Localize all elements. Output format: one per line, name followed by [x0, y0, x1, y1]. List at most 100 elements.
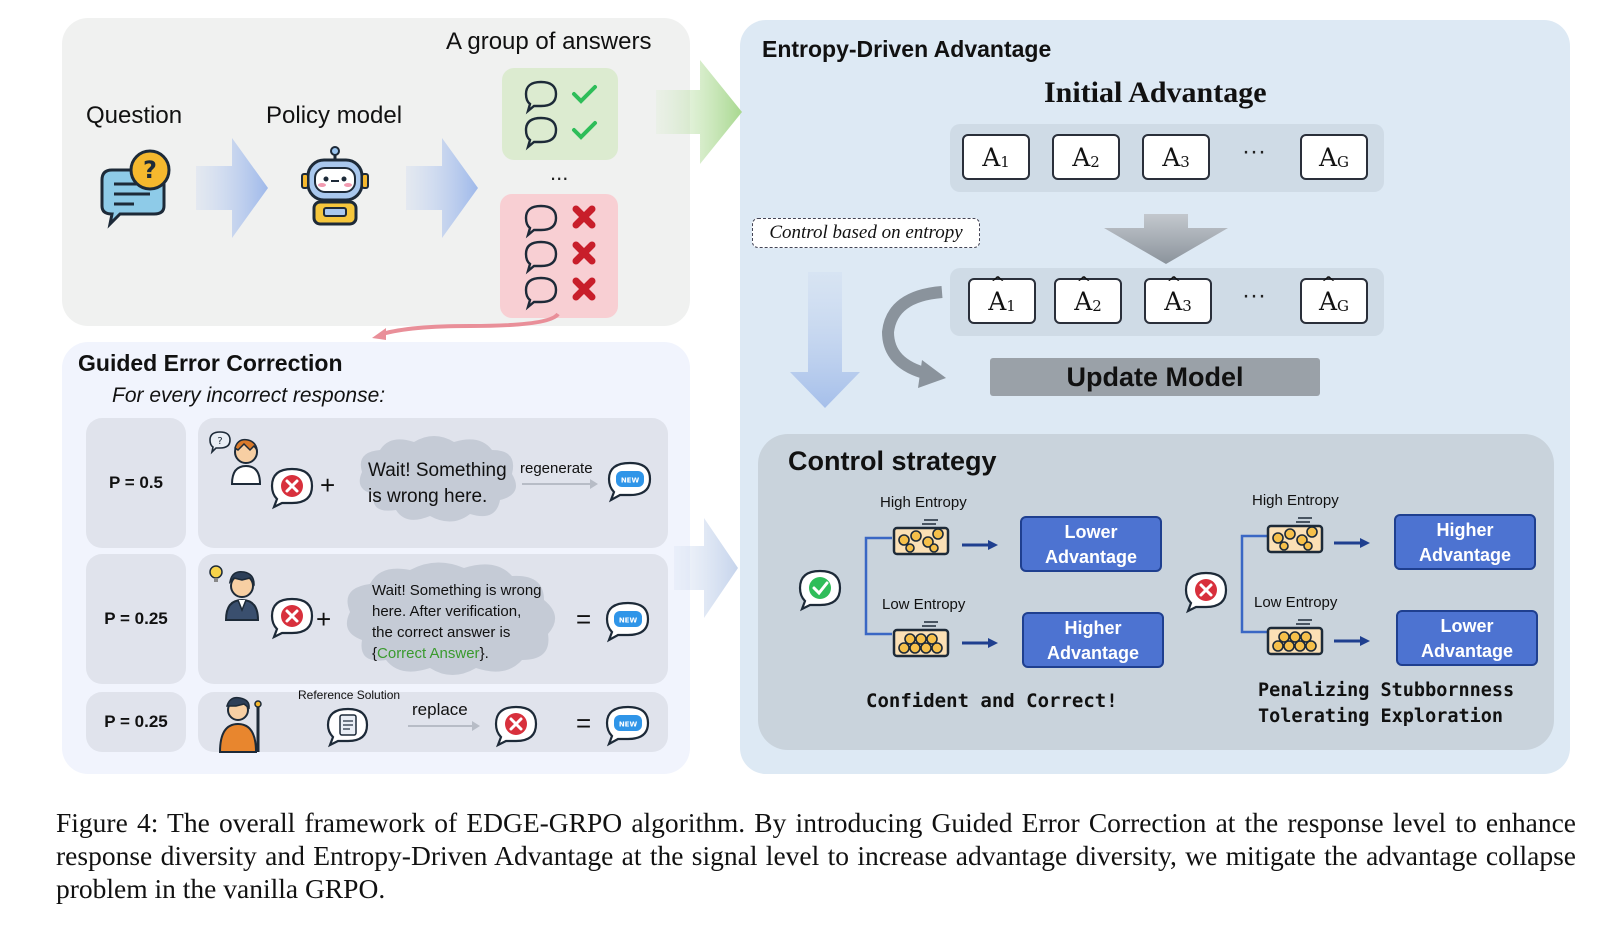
svg-text:?: ?: [143, 156, 157, 184]
probability-label: P = 0.5: [86, 418, 186, 548]
arrow-right-icon: [962, 638, 998, 648]
hat-letter: ^A: [1074, 272, 1093, 316]
arrow-right-icon: [1334, 538, 1370, 548]
correction-card: [198, 692, 668, 752]
cloud-text-line: here. After verification,: [372, 603, 522, 620]
cloud-text-line: the correct answer is: [372, 624, 511, 641]
check-icon: [572, 85, 597, 104]
curved-arrow-icon: [881, 286, 946, 388]
question-label: Question: [86, 102, 183, 129]
correct-answers-box: [502, 68, 618, 160]
idea-person-icon: [209, 565, 260, 621]
cross-icon: [572, 205, 596, 229]
incorrect-answers-icons: [524, 204, 596, 311]
svg-text:?: ?: [217, 436, 222, 447]
arrow-right-icon: [962, 540, 998, 550]
high-entropy-label: High Entropy: [880, 494, 967, 511]
initial-advantage-title: Initial Advantage: [1044, 76, 1267, 109]
brace-close: }.: [479, 645, 489, 662]
answers-ellipsis: ...: [550, 160, 569, 185]
cloud-text-line: is wrong here.: [368, 486, 488, 507]
correct-bubble-icon: [798, 569, 842, 612]
bracket-connector: [1240, 534, 1268, 634]
blue-down-arrow-icon: [790, 272, 860, 408]
control-strategy-title: Control strategy: [788, 446, 997, 476]
arrow-right-icon: [1334, 636, 1370, 646]
entropy-tray-icon: [1266, 619, 1324, 656]
equals-sign: =: [576, 708, 592, 738]
arrow-right-icon: [196, 138, 268, 238]
entropy-tray-icon: [1266, 517, 1324, 554]
group-of-answers-label: A group of answers: [446, 28, 652, 55]
control-based-on-entropy-tag: Control based on entropy: [752, 218, 980, 248]
entropy-tray-icon: [892, 519, 950, 556]
new-badge-text: NEW: [619, 721, 638, 729]
confident-correct-caption: Confident and Correct!: [866, 690, 1118, 712]
thought-cloud-shape: [346, 562, 556, 675]
regenerate-label: regenerate: [520, 460, 593, 477]
cross-icon: [572, 241, 596, 265]
speech-bubble-icon: [524, 240, 558, 275]
low-entropy-label: Low Entropy: [1254, 594, 1338, 611]
speech-bubble-icon: [524, 116, 558, 151]
low-entropy-label: Low Entropy: [882, 596, 966, 613]
plus-sign: +: [316, 604, 332, 634]
correct-answers-icons: [524, 80, 597, 151]
green-arrow-icon: [656, 60, 742, 164]
pink-arrow-icon: [372, 312, 560, 340]
speech-bubble-icon: [524, 80, 558, 115]
check-icon: [572, 121, 597, 140]
reference-solution-label: Reference Solution: [298, 688, 401, 702]
replace-label: replace: [412, 700, 468, 719]
cloud-text-line: Wait! Something: [368, 460, 507, 481]
wrong-answer-bubble-icon: [270, 467, 314, 510]
new-badge-text: NEW: [619, 617, 638, 625]
entropy-tray-icon: [892, 621, 950, 658]
wrong-answer-bubble-icon: [270, 597, 314, 640]
reference-solution-icon: [326, 707, 369, 748]
new-bubble-icon: NEW: [607, 461, 652, 503]
thought-cloud-shape: [359, 436, 516, 522]
light-arrow-icon: [674, 518, 738, 618]
wrong-answer-bubble-icon: [494, 705, 538, 748]
teacher-icon: [218, 696, 262, 753]
speech-bubble-icon: [524, 204, 558, 239]
robot-icon: [301, 146, 369, 226]
cloud-text-line: Wait! Something is wrong: [372, 582, 542, 599]
plus-sign: +: [320, 470, 336, 500]
equals-sign: =: [576, 604, 592, 634]
hat-letter: ^A: [1164, 272, 1183, 316]
advantage-ellipsis: ···: [1242, 138, 1266, 165]
new-badge-text: NEW: [621, 477, 640, 485]
wrong-bubble-icon: [1184, 571, 1228, 614]
brace-open: {: [372, 645, 378, 662]
speech-bubble-icon: [524, 276, 558, 311]
gray-arrow-icon: [408, 721, 480, 731]
policy-model-label: Policy model: [266, 102, 403, 129]
new-bubble-icon: NEW: [605, 705, 650, 747]
arrow-right-icon: [406, 138, 478, 238]
correct-answer-placeholder: Correct Answer: [377, 645, 480, 662]
advantage-ellipsis: ···: [1242, 282, 1266, 309]
guided-error-correction-title: Guided Error Correction: [78, 350, 343, 376]
entropy-driven-advantage-title: Entropy-Driven Advantage: [762, 36, 1052, 62]
confused-person-icon: ?: [209, 431, 262, 485]
incorrect-answers-box: [500, 194, 618, 318]
update-model-button: Update Model: [990, 358, 1320, 396]
probability-label: P = 0.25: [86, 554, 186, 684]
down-arrow-icon: [1104, 214, 1228, 264]
bracket-connector: [864, 536, 892, 636]
hat-letter: ^A: [988, 272, 1007, 316]
probability-label: P = 0.25: [86, 692, 186, 752]
